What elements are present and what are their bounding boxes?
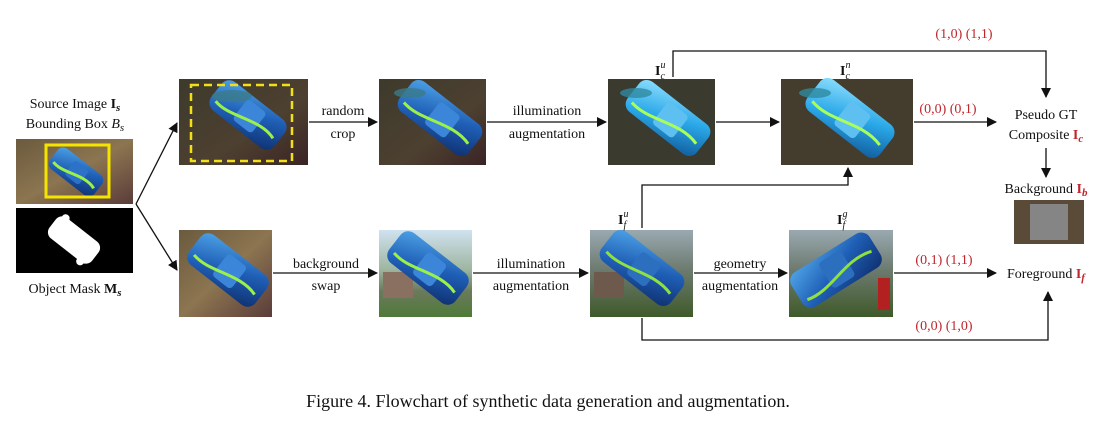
code-top-skip: (1,0) (1,1) (935, 27, 992, 42)
crop-region-image (179, 79, 308, 165)
object-mask-label: Object Mask Ms (29, 282, 122, 299)
arrow-top-skip (672, 50, 1051, 98)
cropped-image (379, 79, 486, 165)
code-top-main: (0,0) (0,1) (919, 102, 976, 117)
bounding-box-label: Bounding Box Bs (26, 117, 124, 134)
background-output-image (1014, 200, 1084, 244)
arrow-source-to-top (135, 122, 178, 205)
op-illum-bottom-2: augmentation (493, 279, 569, 294)
connectors (135, 50, 1053, 341)
arrow-Ifu-to-Icn (641, 167, 853, 228)
op-illum-bottom-1: illumination (497, 257, 565, 272)
source-image (16, 139, 133, 204)
op-geometry-2: augmentation (702, 279, 778, 294)
bounding-box (44, 143, 111, 199)
arrow-bottom-skip (641, 291, 1053, 341)
figure-caption: Figure 4. Flowchart of synthetic data ge… (306, 391, 790, 411)
foreground-label: Foreground If (1007, 267, 1086, 284)
code-bottom-skip: (0,0) (1,0) (915, 319, 972, 334)
op-bg-swap-2: swap (312, 279, 341, 294)
op-bg-swap-1: background (293, 257, 359, 272)
background-label: Background Ib (1005, 182, 1088, 199)
crop-dashed-box (189, 83, 294, 163)
image-Icn (781, 77, 913, 165)
image-Ifu (590, 229, 693, 317)
image-Ifg (789, 230, 893, 317)
composite-label: Composite Ic (1009, 128, 1084, 145)
op-illum-top-1: illumination (513, 104, 581, 119)
op-illum-top-2: augmentation (509, 127, 585, 142)
op-random-crop-1: random (322, 104, 365, 119)
source-image-label: Source Image Is (30, 97, 121, 114)
object-mask-image (16, 208, 133, 273)
pseudo-gt-label: Pseudo GT (1015, 108, 1078, 123)
foreground-crop-image (179, 230, 272, 317)
image-Icu (608, 79, 715, 165)
code-bottom-main: (0,1) (1,1) (915, 253, 972, 268)
op-random-crop-2: crop (331, 127, 356, 142)
background-swapped-image (379, 230, 472, 317)
arrow-source-to-bottom (135, 203, 178, 271)
op-geometry-1: geometry (714, 257, 767, 272)
